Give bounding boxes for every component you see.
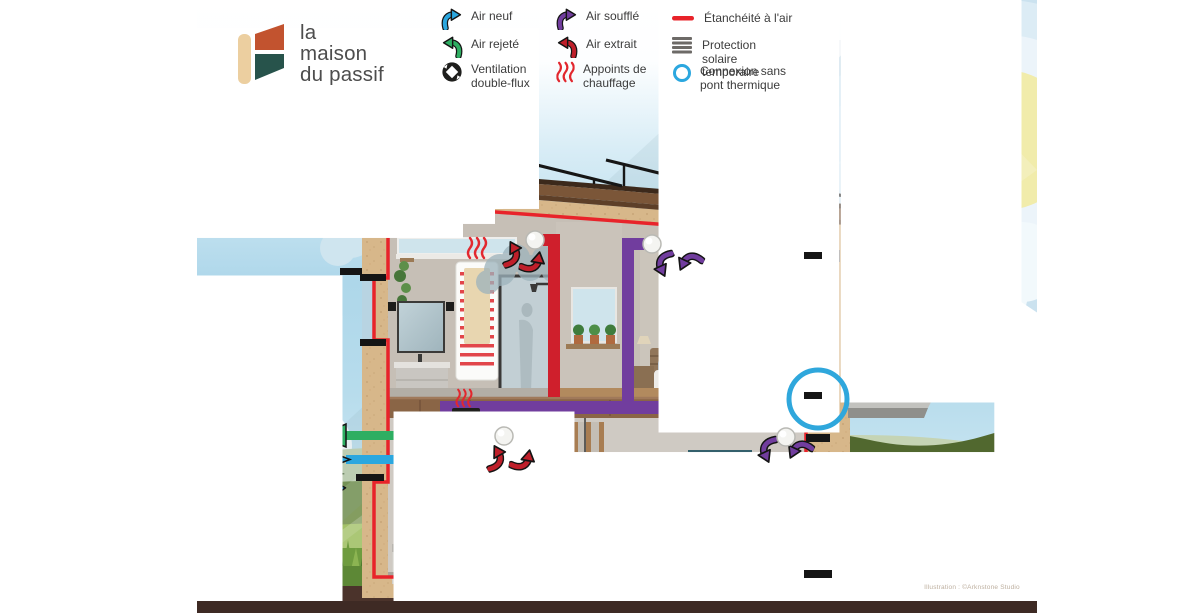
bedside-lamp — [637, 336, 651, 344]
logo: la maison du passif — [238, 20, 384, 86]
house-cross-section-illustration — [197, 0, 1037, 613]
logo-line: la — [300, 21, 317, 44]
legend-item-appoints-de-chauffage: Appoints de chauffage — [556, 61, 675, 90]
legend-label: Protection solaire temporaire — [702, 38, 760, 80]
mirror — [397, 301, 445, 353]
potted-plants — [573, 324, 616, 344]
legend-label: Air extrait — [586, 37, 637, 51]
legend-label: Air rejeté — [471, 37, 520, 51]
logo-text: la maison du passif — [300, 20, 384, 86]
wall-light — [388, 302, 396, 311]
protection-solaire-icon — [672, 37, 692, 54]
legend-item-connexion-sans-pont: Connexion sans pont thermique — [672, 63, 792, 92]
ventilation-double-flux-icon — [442, 62, 462, 82]
house — [197, 0, 1037, 613]
connexion-sans-pont-icon — [673, 64, 691, 82]
hallway — [556, 222, 622, 388]
legend-item-air-souffle: Air soufflé — [556, 8, 639, 30]
air-rejete-arrow-icon — [441, 36, 463, 58]
legend-item-air-extrait: Air extrait — [556, 36, 637, 58]
plant-shelf — [566, 344, 620, 349]
legend-label: Ventilation double-flux — [471, 62, 530, 90]
logo-line: du passif — [300, 63, 384, 86]
legend-item-ventilation-double-flux: Ventilation double-flux — [441, 61, 563, 90]
soil-front — [197, 601, 1037, 613]
illustration-credit: Illustration : ©Arknstone Studio — [924, 584, 1020, 591]
clerestory-window — [397, 237, 517, 255]
faucet — [418, 354, 422, 362]
air-valves — [494, 230, 796, 447]
legend-item-etancheite: Étanchéité à l'air — [672, 10, 792, 26]
bathroom — [388, 236, 562, 398]
legend-item-air-neuf: Air neuf — [441, 8, 512, 30]
wall-light — [446, 302, 454, 311]
left-wall-window — [362, 280, 375, 340]
shower — [498, 274, 556, 398]
junction-seals — [340, 252, 832, 578]
legend-label: Connexion sans pont thermique — [700, 64, 787, 92]
air-extrait-arrow-icon — [556, 36, 578, 58]
logo-line: maison — [300, 42, 368, 65]
legend-label: Appoints de chauffage — [583, 62, 647, 90]
legend-label: Étanchéité à l'air — [704, 11, 793, 25]
legend-item-protection-solaire: Protection solaire temporaire — [672, 37, 794, 80]
shower-head — [530, 284, 538, 292]
thermal-bridge-free-connection-circle — [786, 367, 850, 431]
air-souffle-arrow-icon — [556, 8, 578, 30]
air-neuf-arrow-icon — [441, 8, 463, 30]
maison-passif-logo-icon — [238, 24, 284, 84]
etancheite-line-icon — [672, 16, 694, 21]
legend-label: Air neuf — [471, 9, 513, 23]
legend-label: Air soufflé — [586, 9, 640, 23]
appoints-chauffage-icon — [556, 61, 575, 83]
legend-item-air-rejete: Air rejeté — [441, 36, 519, 58]
